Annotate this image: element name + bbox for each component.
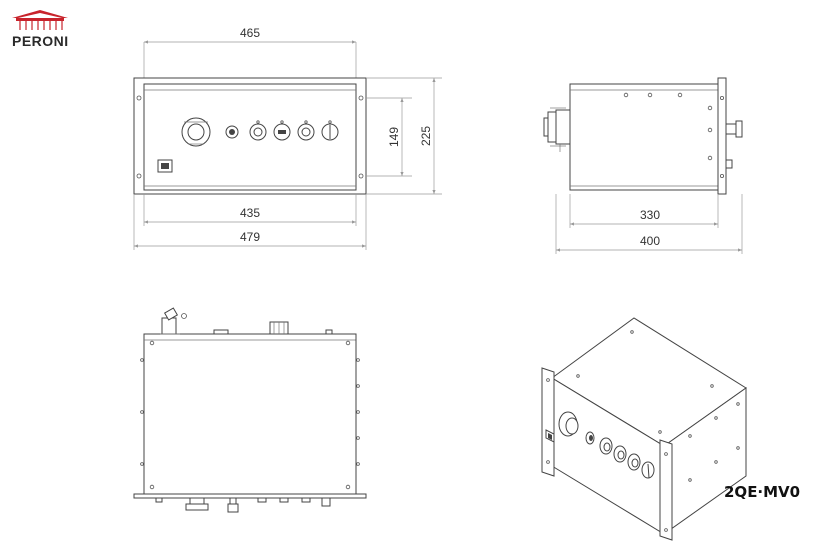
top-emergency-stop [185, 497, 209, 511]
emergency-stop-button [181, 117, 211, 147]
pushbutton-3 [297, 120, 315, 141]
top-cable-connector [160, 307, 187, 335]
top-view [133, 307, 367, 513]
dim-side-depth-inner: 330 [640, 208, 660, 222]
peroni-logo: PERONI [12, 10, 69, 49]
pushbutton-2 [273, 120, 291, 141]
dim-front-height-inner: 149 [387, 127, 401, 147]
iso-emergency-stop [558, 411, 579, 437]
dim-front-width-inner: 435 [240, 206, 260, 220]
dim-front-width-top: 465 [240, 26, 260, 40]
top-knob [227, 497, 239, 513]
iso-front-plate-right [659, 439, 673, 541]
top-rocker [155, 497, 163, 503]
front-view: 465 [133, 26, 442, 250]
side-emergency-stop [725, 120, 743, 138]
top-body [143, 333, 357, 497]
top-pushbutton-1 [257, 497, 267, 503]
iso-front-plate [541, 367, 555, 477]
rotary-switch [321, 120, 339, 141]
top-cable-gland [213, 329, 229, 335]
front-body [143, 83, 357, 191]
pushbutton-1 [249, 120, 267, 141]
iso-pushbutton-1 [599, 437, 613, 455]
top-plug-socket [269, 321, 289, 335]
top-rotary [321, 497, 331, 507]
selector-knob [225, 125, 239, 139]
rocker-switch [157, 159, 173, 173]
top-small-fitting [325, 329, 333, 335]
logo-roof-bar [16, 18, 64, 21]
brand-name: PERONI [12, 33, 69, 49]
logo-roof-icon [12, 10, 68, 18]
dim-side-depth-overall: 400 [640, 234, 660, 248]
side-view: 330 400 [543, 77, 743, 254]
model-label: 2QE·MV0 [724, 483, 800, 501]
iso-rocker-switch [545, 429, 555, 443]
side-mount-plate [717, 77, 727, 195]
isometric-view [541, 317, 747, 541]
side-body [569, 83, 719, 191]
dim-front-height-overall: 225 [419, 126, 433, 146]
iso-pushbutton-2 [613, 445, 627, 463]
dim-front-width-overall: 479 [240, 230, 260, 244]
logo-pillars [19, 21, 63, 30]
top-mount-plate [133, 493, 367, 499]
iso-pushbutton-3 [627, 453, 641, 471]
top-pushbutton-2 [279, 497, 289, 503]
side-knob [725, 159, 733, 169]
iso-rotary-switch [641, 461, 655, 479]
top-pushbutton-3 [301, 497, 311, 503]
side-connector [543, 107, 571, 152]
top-side-screws [140, 358, 360, 466]
iso-knob [585, 431, 595, 445]
